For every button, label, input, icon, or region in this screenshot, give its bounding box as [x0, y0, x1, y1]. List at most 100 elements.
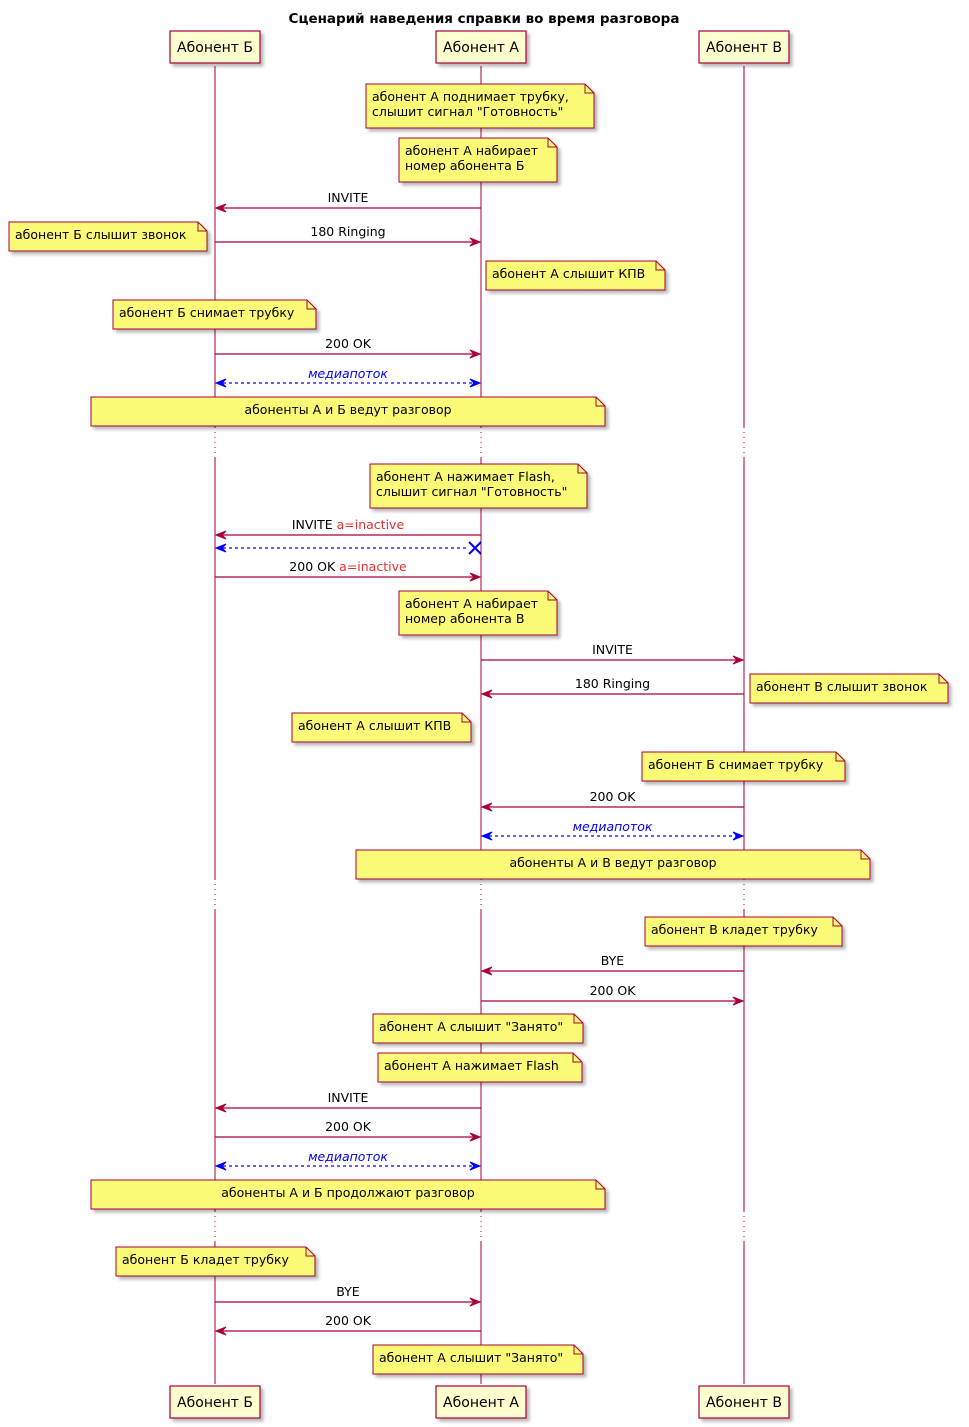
message-text: 200 OK: [590, 983, 637, 998]
message-label: 200 OK: [590, 789, 637, 804]
message-label: 200 OK: [325, 1119, 372, 1134]
note-text: абонент В кладет трубку: [651, 922, 819, 937]
note-text: абонент В слышит звонок: [756, 679, 928, 694]
note-text: абоненты А и Б ведут разговор: [244, 402, 451, 417]
message-text: INVITE: [592, 642, 633, 657]
events: абонент А поднимает трубку,слышит сигнал…: [8, 83, 949, 1375]
message-arrow: 200 OK: [480, 789, 744, 812]
note-text: слышит сигнал "Готовность": [372, 104, 563, 119]
message-arrow: INVITE a=inactive: [214, 517, 481, 540]
message-arrow: 200 OK a=inactive: [215, 559, 482, 582]
media-stream-lost-arrow: [214, 541, 482, 555]
participant-top-v: Абонент В: [698, 30, 790, 64]
participant-bottom-b: Абонент Б: [169, 1385, 261, 1419]
message-arrow: 200 OK: [215, 336, 482, 359]
message-arrow: INVITE: [481, 642, 745, 665]
diagram-title: Сценарий наведения справки во время разг…: [289, 11, 680, 27]
note: абонент А нажимает Flash,слышит сигнал "…: [369, 463, 588, 509]
note-text: абонент А набирает: [405, 596, 538, 611]
note: абонент А слышит "Занято": [372, 1013, 584, 1044]
media-label: медиапоток: [308, 366, 388, 381]
note-text: абонент Б слышит звонок: [15, 227, 187, 242]
message-label: 200 OK: [590, 983, 637, 998]
message-text: INVITE: [328, 190, 369, 205]
note-text: абонент А слышит "Занято": [379, 1019, 563, 1034]
note: абоненты А и Б ведут разговор: [90, 396, 606, 427]
message-label: BYE: [336, 1284, 360, 1299]
note-text: абоненты А и Б продолжают разговор: [221, 1185, 475, 1200]
message-text: 180 Ringing: [310, 224, 385, 239]
message-arrow: INVITE: [214, 1090, 481, 1113]
participant-label: Абонент А: [443, 40, 519, 56]
note: абонент А слышит "Занято": [372, 1344, 584, 1375]
message-text: 200 OK: [325, 1313, 372, 1328]
participant-label: Абонент В: [706, 40, 782, 56]
note: абонент А слышит КПВ: [485, 260, 666, 291]
note: абонент Б снимает трубку: [112, 299, 317, 330]
message-arrow: BYE: [480, 953, 744, 976]
message-arrow: BYE: [215, 1284, 482, 1307]
message-text: 200 OK: [325, 336, 372, 351]
note: абонент А поднимает трубку,слышит сигнал…: [365, 83, 595, 129]
note: абонент А слышит КПВ: [291, 712, 472, 743]
note-text: абонент Б снимает трубку: [119, 305, 295, 320]
note: абонент Б слышит звонок: [8, 221, 208, 252]
message-label: 200 OK: [325, 1313, 372, 1328]
note-text: абонент А поднимает трубку,: [372, 89, 569, 104]
message-text: BYE: [336, 1284, 360, 1299]
note: абоненты А и В ведут разговор: [355, 849, 871, 880]
note-text: абонент А слышит КПВ: [298, 718, 451, 733]
message-text: 200 OK: [325, 1119, 372, 1134]
note: абонент В кладет трубку: [644, 916, 843, 947]
media-stream-arrow: медиапоток: [480, 819, 745, 841]
participant-bottom-a: Абонент А: [435, 1385, 527, 1419]
note-text: слышит сигнал "Готовность": [376, 484, 567, 499]
note-text: номер абонента Б: [405, 158, 524, 173]
note-text: абонент А слышит КПВ: [492, 266, 645, 281]
message-arrow: INVITE: [214, 190, 481, 213]
note-text: абонент Б снимает трубку: [648, 757, 824, 772]
participant-bottom-v: Абонент В: [698, 1385, 790, 1419]
message-label: BYE: [601, 953, 625, 968]
participant-label: Абонент Б: [177, 1395, 253, 1411]
message-arrow: 180 Ringing: [480, 676, 744, 699]
note: абонент В слышит звонок: [749, 673, 949, 704]
note-text: абонент А нажимает Flash,: [376, 469, 555, 484]
message-label: INVITE a=inactive: [292, 517, 405, 532]
message-label: INVITE: [592, 642, 633, 657]
note-text: абонент А слышит "Занято": [379, 1350, 563, 1365]
message-arrow: 200 OK: [214, 1313, 481, 1336]
message-arrow: 200 OK: [215, 1119, 482, 1142]
media-label: медиапоток: [308, 1149, 388, 1164]
participant-top-b: Абонент Б: [169, 30, 261, 64]
message-text: INVITE: [292, 517, 333, 532]
message-text: BYE: [601, 953, 625, 968]
message-label: 180 Ringing: [575, 676, 650, 691]
message-label: 200 OK: [325, 336, 372, 351]
message-text: 200 OK: [590, 789, 637, 804]
message-text: 200 OK: [289, 559, 336, 574]
note: абонент А нажимает Flash: [377, 1052, 583, 1083]
message-label: INVITE: [328, 190, 369, 205]
participant-top-a: Абонент А: [435, 30, 527, 64]
participant-label: Абонент А: [443, 1395, 519, 1411]
message-arrow: 200 OK: [481, 983, 745, 1006]
participant-label: Абонент В: [706, 1395, 782, 1411]
note: абоненты А и Б продолжают разговор: [90, 1179, 606, 1210]
participants: Абонент Б Абонент А Абонент В Абонент Б Абон…: [169, 30, 790, 1419]
message-label: 200 OK a=inactive: [289, 559, 407, 574]
participant-label: Абонент Б: [177, 40, 253, 56]
message-label: 180 Ringing: [310, 224, 385, 239]
message-text: INVITE: [328, 1090, 369, 1105]
note-text: абоненты А и В ведут разговор: [509, 855, 716, 870]
note: абонент Б снимает трубку: [641, 751, 846, 782]
media-label: медиапоток: [573, 819, 653, 834]
note-text: номер абонента В: [405, 611, 524, 626]
message-label: INVITE: [328, 1090, 369, 1105]
sdp-attribute: a=inactive: [339, 559, 407, 574]
note-text: абонент А набирает: [405, 143, 538, 158]
note-text: абонент Б кладет трубку: [122, 1252, 290, 1267]
